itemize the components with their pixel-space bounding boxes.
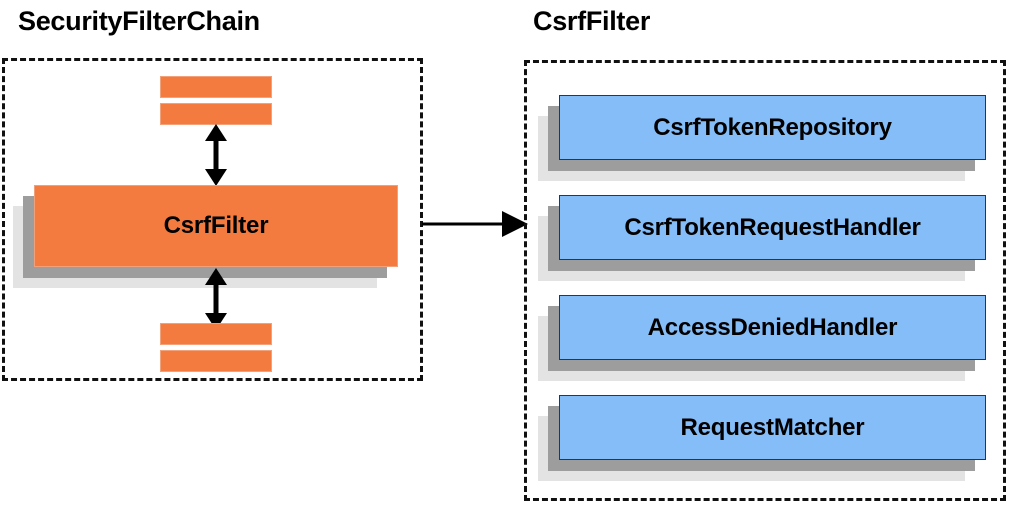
csrf-filter-block[interactable]: CsrfFilter [13, 185, 398, 288]
request-matcher-block[interactable]: RequestMatcher [538, 395, 986, 481]
csrf-filter-label: CsrfFilter [163, 212, 269, 239]
filter-slab-top-2 [160, 103, 272, 125]
access-denied-handler-face: AccessDeniedHandler [559, 295, 986, 360]
csrf-token-request-handler-face: CsrfTokenRequestHandler [559, 195, 986, 260]
security-filter-chain-panel [2, 58, 423, 381]
csrf-filter-panel [524, 60, 1006, 501]
arrow-up-down-top [205, 124, 227, 186]
csrf-filter-expansion-arrow [422, 211, 528, 237]
csrf-token-request-handler-block[interactable]: CsrfTokenRequestHandler [538, 195, 986, 281]
arrow-up-down-bottom [205, 268, 227, 330]
access-denied-handler-block[interactable]: AccessDeniedHandler [538, 295, 986, 381]
filter-slab-top-1 [160, 76, 272, 98]
request-matcher-label: RequestMatcher [680, 413, 865, 441]
csrf-token-request-handler-label: CsrfTokenRequestHandler [624, 213, 921, 241]
access-denied-handler-label: AccessDeniedHandler [647, 313, 898, 341]
csrf-filter-face: CsrfFilter [34, 185, 398, 267]
filter-slab-bottom-2 [160, 350, 272, 372]
csrf-token-repository-label: CsrfTokenRepository [653, 113, 892, 141]
request-matcher-face: RequestMatcher [559, 395, 986, 460]
csrf-filter-title: CsrfFilter [533, 6, 651, 36]
security-filter-chain-title: SecurityFilterChain [18, 6, 260, 36]
filter-slab-bottom-1 [160, 323, 272, 345]
csrf-token-repository-block[interactable]: CsrfTokenRepository [538, 95, 986, 181]
csrf-token-repository-face: CsrfTokenRepository [559, 95, 986, 160]
